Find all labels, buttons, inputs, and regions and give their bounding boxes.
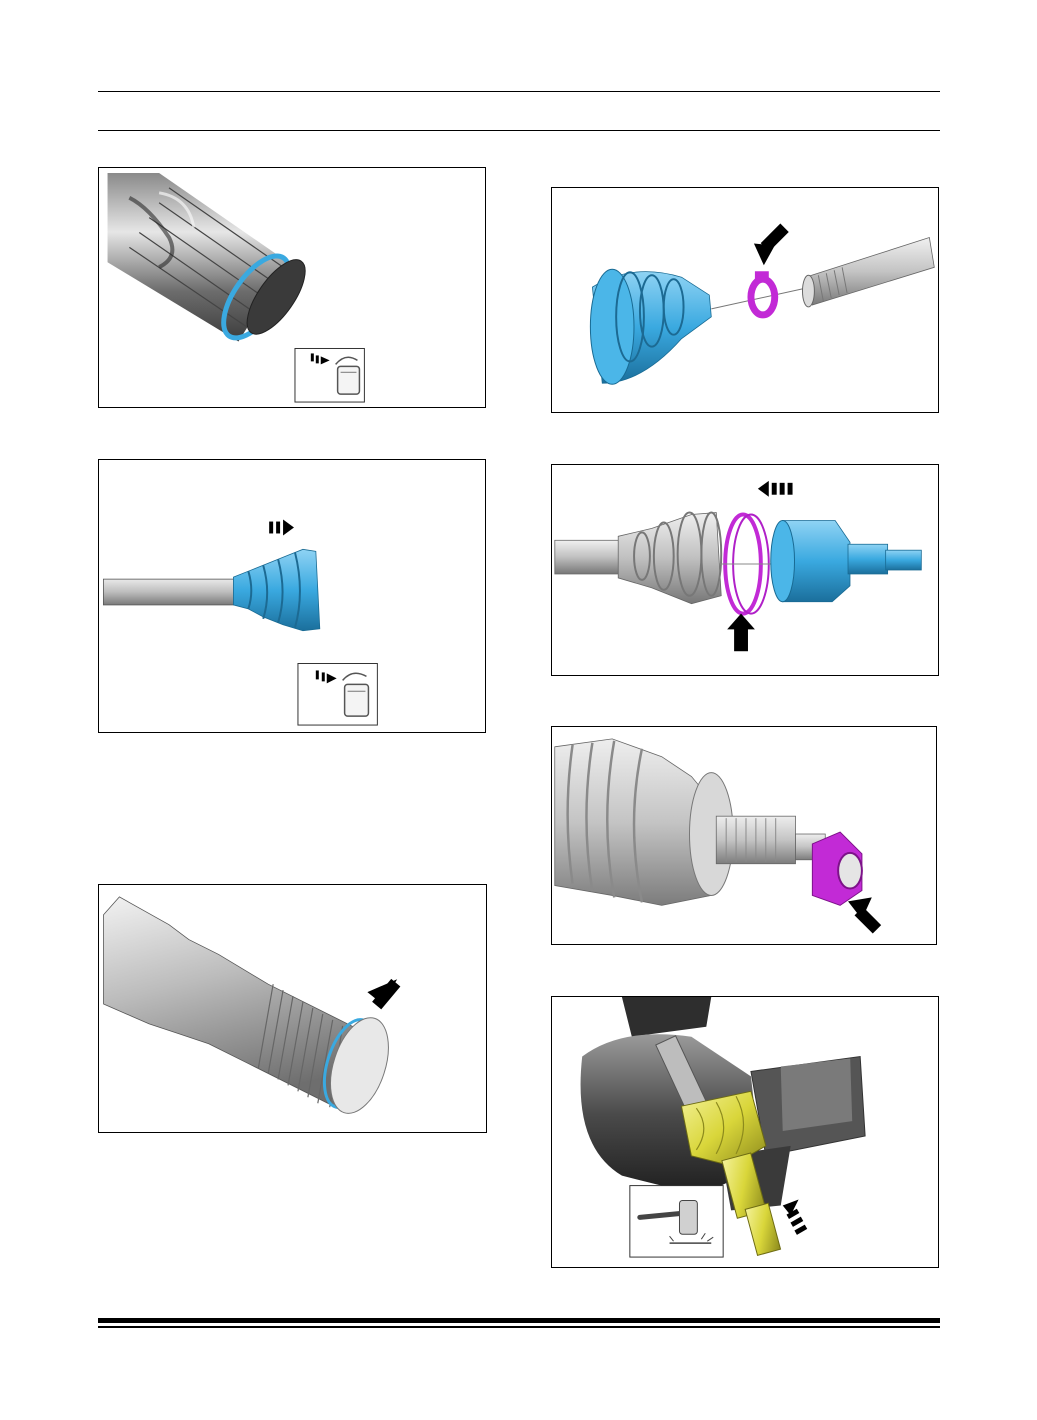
dispose-bin-icon — [294, 347, 365, 403]
direction-arrow-icon — [782, 1199, 808, 1235]
fig-boot-on-shaft — [98, 459, 486, 733]
joint-nut-illustration — [554, 738, 882, 934]
direction-arrow-icon — [757, 480, 793, 497]
pointer-arrow-icon — [367, 978, 401, 1010]
header-rule-top — [98, 91, 940, 92]
hammer-icon — [629, 1185, 724, 1258]
pointer-arrow-icon — [727, 613, 755, 652]
fig-boot-clamp-exploded — [551, 187, 939, 413]
joint-clamp-illustration — [554, 480, 922, 652]
pointer-arrow-icon — [848, 897, 882, 934]
boot-on-shaft-illustration — [102, 519, 378, 726]
dispose-bin-icon — [297, 663, 378, 726]
boot-clamp-illustration — [589, 223, 935, 385]
direction-arrow-icon — [269, 519, 294, 536]
pointer-arrow-icon — [753, 223, 789, 266]
fig-splined-shaft-clip — [98, 167, 486, 408]
splined-shaft-illustration — [107, 172, 365, 403]
shaft-end-illustration — [103, 896, 401, 1114]
fig-joint-nut — [551, 726, 937, 945]
footer-rule-thin — [98, 1326, 940, 1328]
fig-shaft-end-circlip — [98, 884, 487, 1133]
header-rule-bottom — [98, 130, 940, 131]
fig-vise-joint — [551, 996, 939, 1268]
vise-joint-illustration — [580, 997, 866, 1258]
footer-rule-thick — [98, 1318, 940, 1323]
fig-joint-clamp-exploded — [551, 464, 939, 676]
